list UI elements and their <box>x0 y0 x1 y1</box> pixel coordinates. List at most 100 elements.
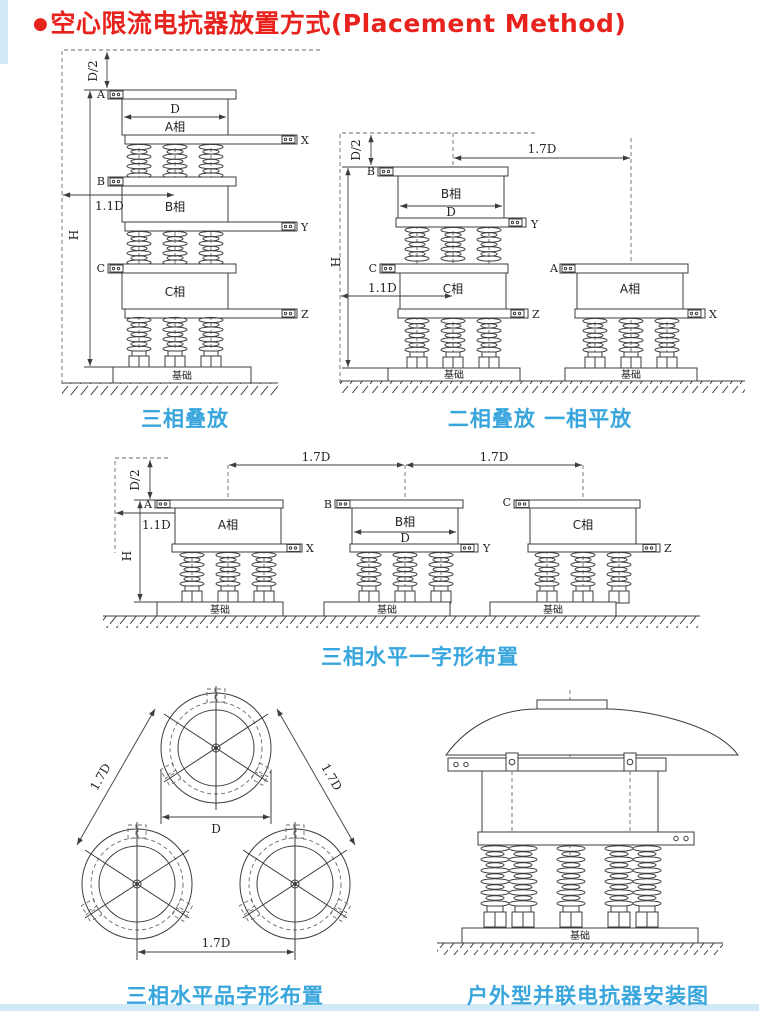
caption-three-phase-stacked: 三相叠放 <box>141 407 229 431</box>
phase-c-unit: C C相 Z 基础 <box>489 496 672 617</box>
dim-1-7d-label: 1.7D <box>480 450 509 464</box>
terminal-z-label: Z <box>532 308 540 321</box>
insulator <box>440 226 466 262</box>
terminal-mark <box>515 500 530 508</box>
insulator <box>556 845 586 928</box>
dim-half-d-label: D/2 <box>86 60 100 81</box>
diagram-three-phase-triangle: D 1.7D 1.7D 1.7D <box>76 685 356 960</box>
terminal-mark <box>286 544 301 552</box>
dim-d-label: D <box>446 205 456 219</box>
phase-b-label: B相 <box>395 515 415 529</box>
foundation: 基础 <box>62 366 278 395</box>
phase-b-label: B相 <box>441 187 461 201</box>
phase-a-unit: A D A相 X <box>96 88 309 179</box>
dim-1-7d-label: 1.7D <box>202 936 231 950</box>
dim-1-7d-ab: 1.7D <box>229 450 404 468</box>
dim-h: H <box>120 499 157 603</box>
dim-half-d: D/2 <box>86 52 110 88</box>
terminal-mark <box>109 90 124 99</box>
ground-hatch <box>437 943 723 955</box>
dim-1-7d-label: 1.7D <box>528 142 557 156</box>
reactor-coil-top-view <box>160 686 271 810</box>
insulator <box>604 845 634 928</box>
phase-a-unit: A A相 X 基础 <box>549 262 717 382</box>
terminal-a-label: A <box>143 498 153 511</box>
terminal-c-label: C <box>369 262 377 275</box>
phase-a-label: A相 <box>620 282 640 296</box>
terminal-mark <box>379 167 394 176</box>
dim-h-label: H <box>120 551 134 561</box>
phase-c-unit: C 1.1D C相 Z 基础 <box>341 262 540 382</box>
phase-c-label: C相 <box>165 285 185 299</box>
rain-hood <box>445 699 739 756</box>
insulator <box>198 143 224 179</box>
dim-1-1d-label: 1.1D <box>142 518 171 532</box>
dim-half-d-label: D/2 <box>349 139 363 160</box>
insulator <box>126 143 152 179</box>
ground <box>340 380 745 393</box>
page-title-text: 空心限流电抗器放置方式(Placement Method) <box>50 9 627 38</box>
lower-beam <box>477 831 695 846</box>
dim-1-7d: 1.7D <box>454 142 630 161</box>
dim-h: H <box>329 166 388 369</box>
dim-h-label: H <box>67 230 81 240</box>
foundation-label: 基础 <box>570 929 590 942</box>
terminal-mark <box>281 135 296 144</box>
dim-1-7d-bottom: 1.7D <box>136 936 296 960</box>
phase-a-unit: A A相 X 基础 <box>143 498 314 617</box>
terminal-mark <box>109 177 124 186</box>
diagram-three-phase-stacked: D/2 H A D A相 X B <box>61 49 320 395</box>
terminal-b-label: B <box>367 165 375 178</box>
phase-c-label: C相 <box>443 282 463 296</box>
insulator <box>404 226 430 262</box>
phase-a-label: A相 <box>218 518 238 532</box>
dim-half-d-label: D/2 <box>128 469 142 490</box>
phase-c-label: C相 <box>573 518 593 532</box>
dim-half-d: D/2 <box>128 460 153 499</box>
dim-h: H <box>67 89 113 368</box>
phase-c-unit: C C相 Z <box>97 262 309 369</box>
diagram-three-phase-inline: 1.7D 1.7D D/2 1.1D H A A相 X <box>103 450 700 628</box>
terminal-a-label: A <box>96 88 106 101</box>
caption-three-phase-inline: 三相水平一字形布置 <box>321 645 519 669</box>
diagram-outdoor-shunt-reactor: 基础 <box>437 690 739 955</box>
foundation-label: 基础 <box>621 368 641 381</box>
caption-three-phase-triangle: 三相水平品字形布置 <box>126 984 324 1008</box>
terminal-mark <box>460 544 475 552</box>
insulator <box>162 143 188 179</box>
caption-two-stacked-one-flat: 二相叠放 一相平放 <box>447 407 633 431</box>
terminal-mark <box>508 218 523 227</box>
terminal-mark <box>642 544 657 552</box>
ground-hatch <box>62 383 278 395</box>
left-edge-decoration <box>0 0 8 64</box>
terminal-c-label: C <box>97 262 105 275</box>
phase-b-label: B相 <box>165 200 185 214</box>
foundation-label: 基础 <box>172 369 192 382</box>
terminal-mark <box>561 264 576 273</box>
ground-hatch <box>340 381 745 393</box>
page-title: ●空心限流电抗器放置方式(Placement Method) <box>33 4 626 40</box>
reactor-coil-top-view <box>81 822 192 946</box>
dim-d: D <box>160 770 272 836</box>
terminal-mark <box>156 500 171 508</box>
dim-1-1d-label: 1.1D <box>368 281 397 295</box>
title-bullet-icon: ● <box>33 14 49 34</box>
bottom-edge-decoration <box>0 1004 759 1011</box>
terminal-y-label: Y <box>300 221 309 234</box>
foundation-label: 基础 <box>543 603 563 616</box>
reactor-coil-top-view <box>239 822 350 946</box>
terminal-x-label: X <box>301 134 309 147</box>
dim-1-1d-label: 1.1D <box>95 199 124 213</box>
insulator <box>480 845 510 928</box>
upper-beam <box>447 752 667 772</box>
terminal-x-label: X <box>306 542 314 555</box>
insulator <box>476 226 502 262</box>
dim-1-7d-left: 1.7D <box>76 708 156 846</box>
terminal-y-label: Y <box>482 542 491 555</box>
phase-b-unit: B B相 D Y 基础 <box>323 498 491 617</box>
phase-b-unit: B 1.1D B相 Y <box>63 175 309 266</box>
foundation: 基础 <box>437 927 723 955</box>
insulator <box>508 845 538 928</box>
terminal-mark <box>281 222 296 231</box>
